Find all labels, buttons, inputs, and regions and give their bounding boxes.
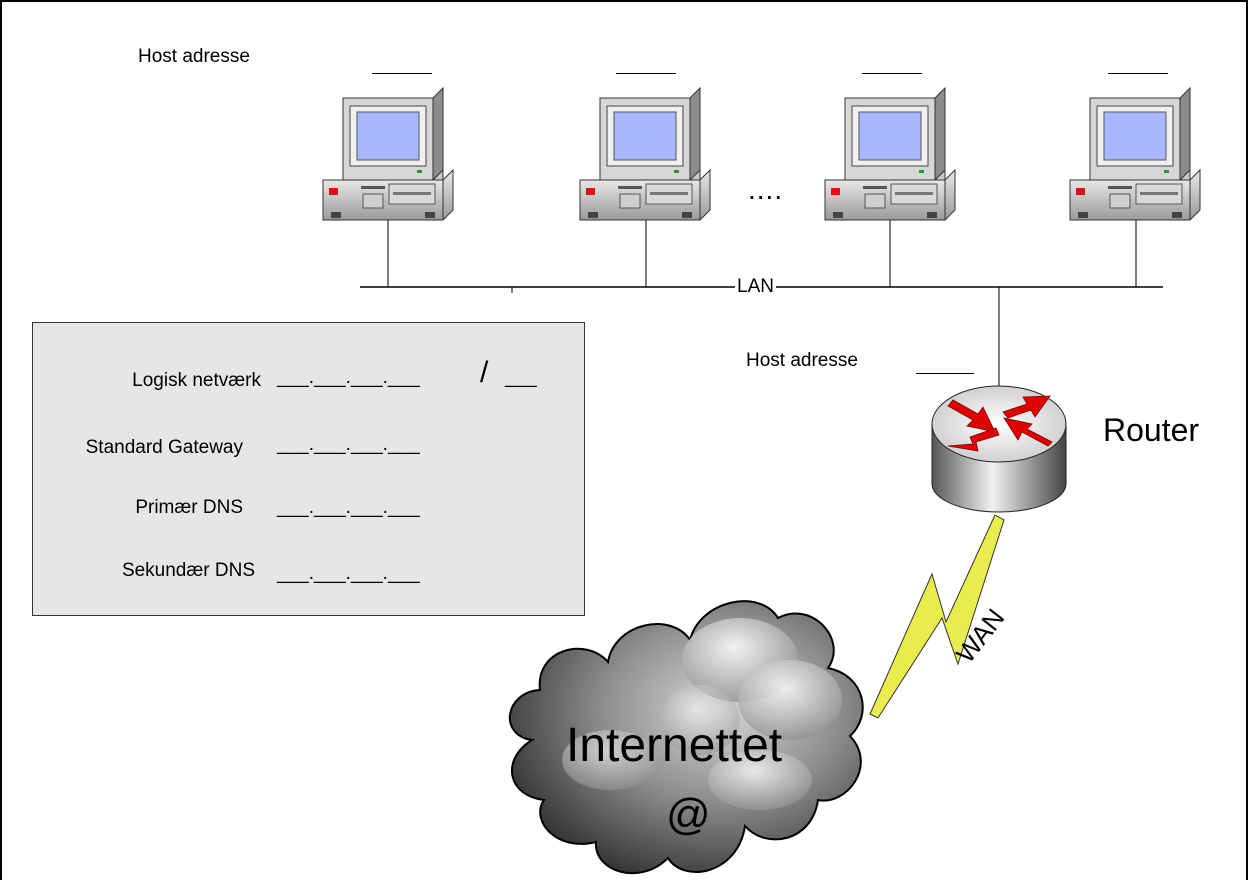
- gateway-field[interactable]: ___.___.___.___: [277, 434, 420, 455]
- network-config-panel: Logisk netværk ___.___.___.___ / ___ Sta…: [32, 322, 585, 616]
- logical-network-field[interactable]: ___.___.___.___: [277, 367, 420, 388]
- host-address-blank[interactable]: [862, 73, 922, 74]
- host-address-blank[interactable]: [616, 73, 676, 74]
- more-computers-ellipsis: ....: [748, 174, 784, 205]
- logical-network-label: Logisk netværk: [132, 370, 261, 391]
- computer-icon: [824, 87, 956, 221]
- internet-cloud-icon: [508, 600, 864, 875]
- router-host-address-blank[interactable]: [916, 373, 974, 374]
- internet-at-symbol: @: [666, 790, 711, 839]
- secondary-dns-field[interactable]: ___.___.___.___: [277, 563, 420, 584]
- router-label: Router: [1103, 412, 1200, 448]
- router-icon: [931, 385, 1067, 513]
- computer-icon: [1069, 87, 1201, 221]
- gateway-label: Standard Gateway: [85, 437, 243, 458]
- internet-label: Internettet: [566, 719, 783, 772]
- lan-label: LAN: [735, 276, 776, 298]
- host-address-blank[interactable]: [372, 73, 432, 74]
- computer-icon: [579, 87, 711, 221]
- primary-dns-field[interactable]: ___.___.___.___: [277, 497, 420, 518]
- host-address-blank[interactable]: [1108, 73, 1168, 74]
- primary-dns-label: Primær DNS: [135, 497, 243, 518]
- wan-lightning-icon: [869, 514, 1005, 719]
- logical-network-slash: /: [480, 356, 489, 389]
- host-address-label: Host adresse: [138, 46, 250, 67]
- router-host-address-label: Host adresse: [746, 350, 858, 371]
- computer-icon: [322, 87, 454, 221]
- secondary-dns-label: Sekundær DNS: [121, 560, 255, 581]
- logical-network-prefix-field[interactable]: ___: [505, 367, 537, 388]
